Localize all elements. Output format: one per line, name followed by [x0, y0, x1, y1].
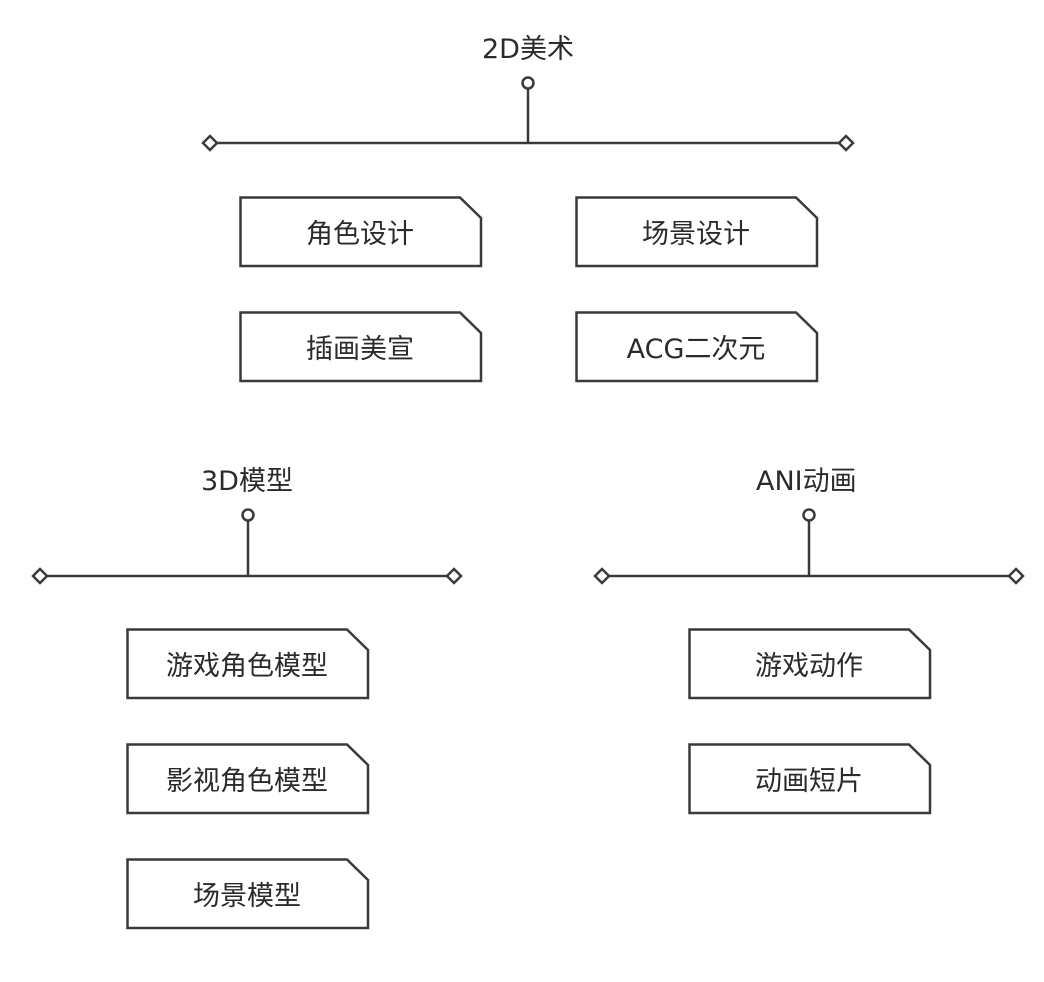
- folded-box-shape: [126, 743, 370, 815]
- item-label: 场景模型: [193, 880, 301, 912]
- item-label: ACG二次元: [626, 333, 766, 365]
- item-box: 角色设计: [239, 196, 483, 268]
- folded-box-shape: [688, 743, 932, 815]
- folded-box-shape: [575, 196, 819, 268]
- folded-box-shape: [575, 311, 819, 383]
- item-label: 场景设计: [642, 218, 750, 250]
- item-box: 插画美宣: [239, 311, 483, 383]
- item-label: 角色设计: [306, 218, 414, 250]
- folded-box-shape: [126, 858, 370, 930]
- item-box: 场景模型: [126, 858, 370, 930]
- item-label: 游戏动作: [755, 650, 863, 682]
- group-ani-connector: [593, 508, 1025, 585]
- group-2d-connector: [201, 76, 855, 152]
- group-title-ani: ANI动画: [756, 466, 857, 497]
- item-label: 游戏角色模型: [166, 650, 328, 682]
- item-box: 影视角色模型: [126, 743, 370, 815]
- folded-box-shape: [126, 628, 370, 700]
- item-box: ACG二次元: [575, 311, 819, 383]
- group-title-2d: 2D美术: [482, 34, 574, 65]
- item-box: 游戏角色模型: [126, 628, 370, 700]
- folded-box-shape: [688, 628, 932, 700]
- group-3d-connector: [31, 508, 463, 585]
- folded-box-shape: [239, 196, 483, 268]
- group-title-3d: 3D模型: [201, 466, 293, 497]
- item-box: 游戏动作: [688, 628, 932, 700]
- item-label: 动画短片: [755, 765, 863, 797]
- item-box: 动画短片: [688, 743, 932, 815]
- item-box: 场景设计: [575, 196, 819, 268]
- folded-box-shape: [239, 311, 483, 383]
- item-label: 影视角色模型: [166, 765, 328, 797]
- item-label: 插画美宣: [306, 333, 414, 365]
